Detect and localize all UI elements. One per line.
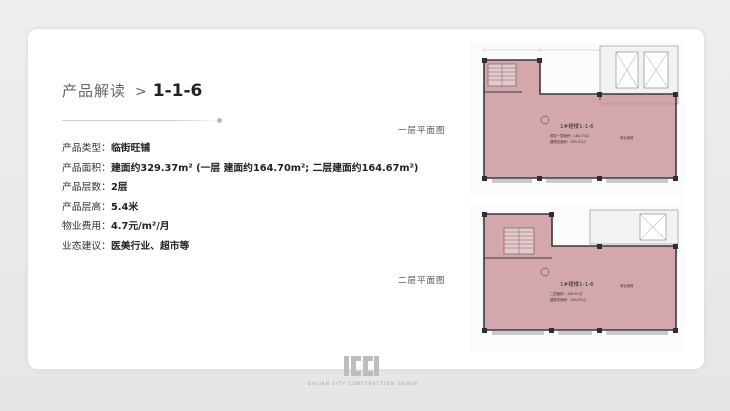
second-floor-plan: 1#裙楼1-1-6 二层面积：164.67㎡ 建筑总面积：329.37㎡ 商业用… xyxy=(470,206,684,352)
spec-floors: 产品层数： 2层 xyxy=(62,178,418,198)
spec-label: 业态建议： xyxy=(62,240,111,252)
title-separator: > xyxy=(135,84,147,100)
spec-list: 产品类型： 临街旺铺 产品面积： 建面约329.37m² (一层 建面约164.… xyxy=(62,139,418,257)
room-label: 商业用房 xyxy=(620,135,634,140)
divider-dot xyxy=(217,118,222,123)
spec-value: 临街旺铺 xyxy=(110,143,151,154)
area-line-1: 首层一层面积：164.70㎡ xyxy=(550,133,590,138)
page-title: 产品解读 > 1-1-6 xyxy=(62,80,202,101)
spec-value: 建面约329.37m² (一层 建面约164.70m²; 二层建面约164.67… xyxy=(110,162,419,174)
spec-label: 物业费用： xyxy=(62,221,111,233)
unit-label: 1#裙楼1-1-6 xyxy=(560,280,594,288)
second-floor-label: 二层平面图 xyxy=(398,276,446,286)
spec-label: 产品层数： xyxy=(62,182,111,194)
first-floor-label: 一层平面图 xyxy=(398,126,446,136)
unit-number: 1-1-6 xyxy=(152,81,203,101)
brand-logo xyxy=(341,354,381,378)
spec-value: 4.7元/m²/月 xyxy=(110,221,170,233)
first-floor-plan: 1#裙楼1-1-6 首层一层面积：164.70㎡ 建筑总面积：329.37㎡ 商… xyxy=(470,42,684,194)
area-line-2: 建筑总面积：329.37㎡ xyxy=(550,139,586,144)
spec-label: 产品面积： xyxy=(62,162,111,174)
spec-value: 2层 xyxy=(110,182,128,194)
unit-label: 1#裙楼1-1-6 xyxy=(560,122,594,130)
spec-label: 产品层高： xyxy=(62,201,111,213)
spec-usage: 业态建议： 医美行业、超市等 xyxy=(62,237,418,257)
room-label: 商业用房 xyxy=(620,283,634,288)
spec-height: 产品层高： 5.4米 xyxy=(62,198,418,218)
area-line-1: 二层面积：164.67㎡ xyxy=(550,291,583,296)
brand-subtitle: DALIAN CITY CONSTRUCTION GROUP xyxy=(307,381,419,386)
spec-label: 产品类型： xyxy=(62,143,111,154)
spec-value: 医美行业、超市等 xyxy=(110,240,190,252)
spec-fee: 物业费用： 4.7元/m²/月 xyxy=(62,217,418,237)
title-divider xyxy=(62,120,224,121)
area-line-2: 建筑总面积：329.37㎡ xyxy=(550,297,586,302)
spec-value: 5.4米 xyxy=(110,201,139,213)
title-prefix: 产品解读 xyxy=(62,82,127,100)
spec-area: 产品面积： 建面约329.37m² (一层 建面约164.70m²; 二层建面约… xyxy=(62,159,418,179)
spec-type: 产品类型： 临街旺铺 xyxy=(62,139,418,159)
